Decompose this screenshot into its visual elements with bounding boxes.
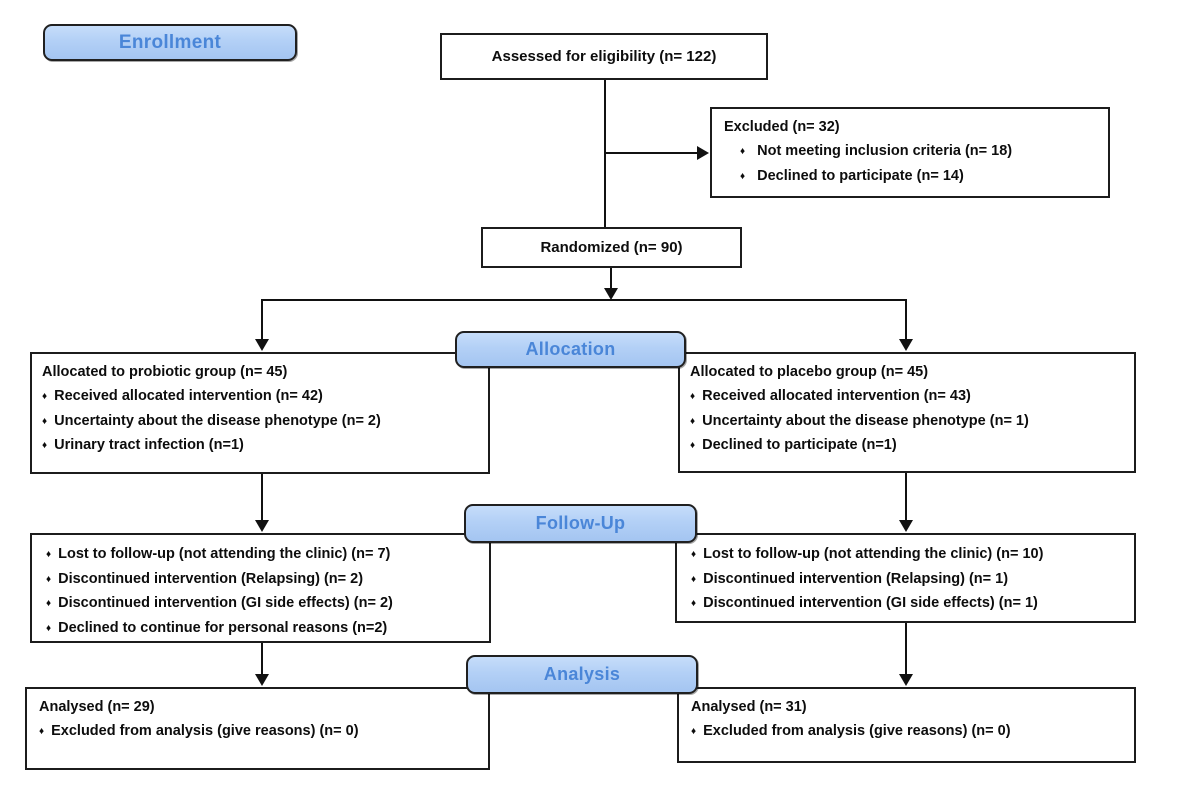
list-item: ♦ Discontinued intervention (GI side eff… (691, 592, 1134, 617)
list-item: ♦ Excluded from analysis (give reasons) … (39, 720, 488, 745)
list-item: ♦ Not meeting inclusion criteria (n= 18) (740, 140, 1108, 165)
list-item-text: Discontinued intervention (Relapsing) (n… (703, 570, 1009, 587)
list-item-text: Not meeting inclusion criteria (n= 18) (757, 143, 1013, 159)
list-item: ♦ Uncertainty about the disease phenotyp… (690, 410, 1134, 435)
list-item: ♦ Discontinued intervention (Relapsing) … (46, 568, 489, 593)
bullet-icon: ♦ (691, 549, 697, 560)
list-item: ♦ Discontinued intervention (Relapsing) … (691, 568, 1134, 593)
node-followup-probiotic: ♦ Lost to follow-up (not attending the c… (30, 533, 491, 643)
list-item: ♦ Declined to participate (n=1) (690, 434, 1134, 459)
connector-placebo-to-followup (905, 473, 907, 521)
node-excluded: Excluded (n= 32) ♦ Not meeting inclusion… (710, 107, 1110, 198)
list-item-text: Declined to participate (n= 14) (757, 167, 964, 184)
bullet-icon: ♦ (46, 573, 52, 585)
list-item-text: Received allocated intervention (n= 42) (54, 388, 323, 404)
node-allocation-probiotic-title: Allocated to probiotic group (n= 45) (42, 364, 288, 380)
arrowhead-probiotic-icon (255, 339, 269, 351)
bullet-icon: ♦ (690, 415, 696, 427)
list-item-text: Discontinued intervention (Relapsing) (n… (58, 570, 364, 587)
bullet-icon: ♦ (42, 391, 48, 402)
stage-label-followup-text: Follow-Up (535, 513, 626, 533)
arrowhead-excluded-icon (697, 146, 709, 160)
list-item-text: Lost to follow-up (not attending the cli… (703, 546, 1044, 562)
bullet-icon: ♦ (691, 598, 697, 609)
list-item: ♦ Urinary tract infection (n=1) (42, 434, 488, 459)
arrowhead-followup-left-icon (255, 520, 269, 532)
connector-assessed-to-randomized (604, 80, 606, 228)
list-item-text: Uncertainty about the disease phenotype … (702, 412, 1029, 429)
bullet-icon: ♦ (42, 415, 48, 427)
list-item-text: Declined to continue for personal reason… (58, 619, 388, 636)
bullet-icon: ♦ (691, 573, 697, 585)
node-allocation-probiotic: Allocated to probiotic group (n= 45) ♦ R… (30, 352, 490, 474)
node-assessed-text: Assessed for eligibility (n= 122) (491, 48, 717, 65)
list-item: ♦ Discontinued intervention (GI side eff… (46, 592, 489, 617)
list-item: ♦ Declined to participate (n= 14) (740, 165, 1108, 190)
connector-probiotic-to-followup (261, 474, 263, 521)
list-item: ♦ Lost to follow-up (not attending the c… (691, 543, 1134, 568)
list-item: ♦ Uncertainty about the disease phenotyp… (42, 410, 488, 435)
bullet-icon: ♦ (691, 726, 697, 737)
node-allocation-placebo-title: Allocated to placebo group (n= 45) (690, 364, 929, 380)
node-analysis-placebo-title: Analysed (n= 31) (691, 699, 807, 715)
list-item: ♦ Received allocated intervention (n= 42… (42, 385, 488, 410)
stage-label-allocation: Allocation (455, 331, 686, 368)
node-excluded-title: Excluded (n= 32) (724, 119, 840, 135)
list-item: ♦ Lost to follow-up (not attending the c… (46, 543, 489, 568)
bullet-icon: ♦ (46, 598, 52, 609)
list-item-text: Discontinued intervention (GI side effec… (703, 595, 1038, 611)
list-item-text: Excluded from analysis (give reasons) (n… (51, 723, 359, 739)
list-item-text: Lost to follow-up (not attending the cli… (58, 546, 391, 562)
node-analysis-probiotic: Analysed (n= 29) ♦ Excluded from analysi… (25, 687, 490, 770)
stage-label-enrollment: Enrollment (43, 24, 297, 61)
list-item: ♦ Excluded from analysis (give reasons) … (691, 720, 1134, 745)
connector-followup-to-analysis-right (905, 623, 907, 675)
node-randomized-text: Randomized (n= 90) (540, 239, 683, 256)
list-item: ♦ Received allocated intervention (n= 43… (690, 385, 1134, 410)
node-assessed: Assessed for eligibility (n= 122) (440, 33, 768, 80)
connector-split-to-placebo (905, 300, 907, 340)
list-item-text: Discontinued intervention (GI side effec… (58, 595, 393, 611)
arrowhead-split-icon (604, 288, 618, 300)
connector-split-horizontal (261, 299, 907, 301)
stage-label-enrollment-text: Enrollment (118, 31, 222, 53)
bullet-icon: ♦ (740, 170, 746, 182)
bullet-icon: ♦ (39, 726, 45, 737)
bullet-icon: ♦ (42, 440, 48, 451)
list-item-text: Excluded from analysis (give reasons) (n… (703, 723, 1011, 739)
stage-label-followup: Follow-Up (464, 504, 697, 543)
arrowhead-analysis-left-icon (255, 674, 269, 686)
connector-randomized-down (610, 268, 612, 290)
list-item-text: Uncertainty about the disease phenotype … (54, 412, 381, 429)
node-followup-placebo: ♦ Lost to follow-up (not attending the c… (675, 533, 1136, 623)
bullet-icon: ♦ (740, 146, 746, 157)
list-item-text: Urinary tract infection (n=1) (54, 437, 244, 453)
arrowhead-analysis-right-icon (899, 674, 913, 686)
node-analysis-placebo: Analysed (n= 31) ♦ Excluded from analysi… (677, 687, 1136, 763)
arrowhead-followup-right-icon (899, 520, 913, 532)
bullet-icon: ♦ (690, 391, 696, 402)
bullet-icon: ♦ (46, 622, 52, 634)
bullet-icon: ♦ (690, 440, 696, 451)
arrowhead-placebo-icon (899, 339, 913, 351)
connector-branch-to-excluded (605, 152, 697, 154)
list-item-text: Declined to participate (n=1) (702, 437, 897, 453)
list-item: ♦ Declined to continue for personal reas… (46, 617, 489, 642)
stage-label-analysis-text: Analysis (543, 664, 621, 684)
node-allocation-placebo: Allocated to placebo group (n= 45) ♦ Rec… (678, 352, 1136, 473)
list-item-text: Received allocated intervention (n= 43) (702, 388, 971, 404)
stage-label-allocation-text: Allocation (525, 339, 616, 359)
bullet-icon: ♦ (46, 549, 52, 560)
node-randomized: Randomized (n= 90) (481, 227, 742, 268)
connector-split-to-probiotic (261, 300, 263, 340)
connector-followup-to-analysis-left (261, 643, 263, 675)
stage-label-analysis: Analysis (466, 655, 698, 694)
node-analysis-probiotic-title: Analysed (n= 29) (39, 699, 155, 715)
